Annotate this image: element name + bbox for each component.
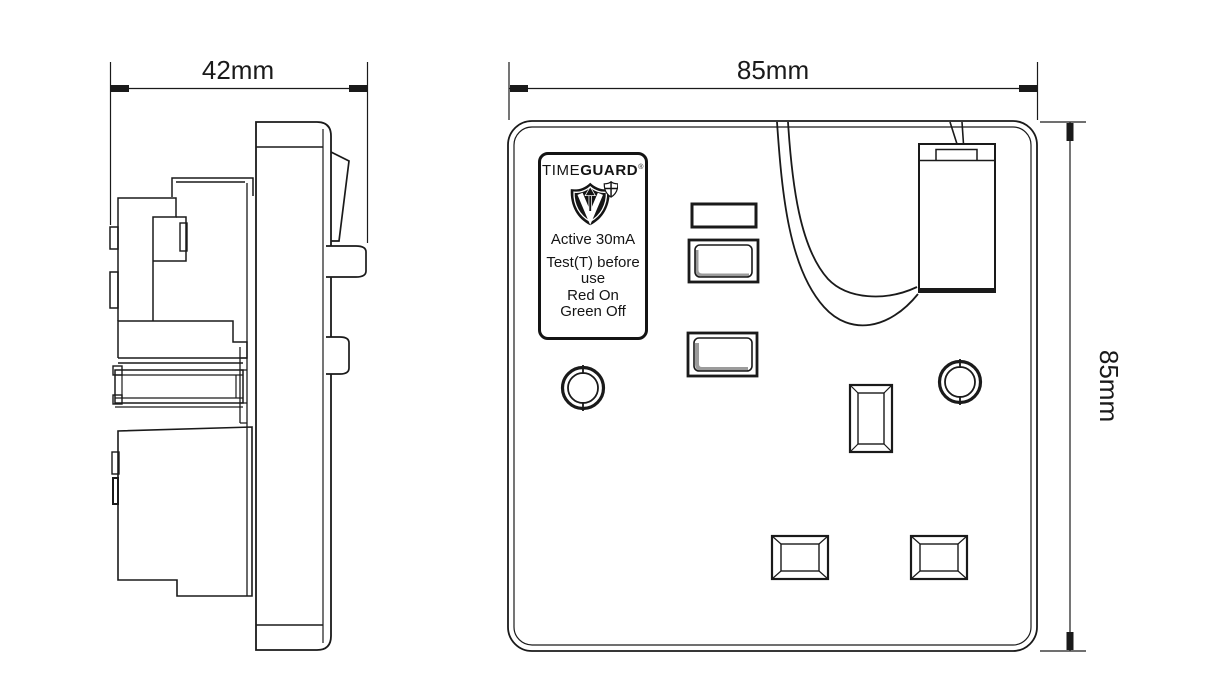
arrowhead-right xyxy=(349,85,367,92)
dimension-value: 42mm xyxy=(202,55,274,85)
extension-lines xyxy=(508,62,1039,120)
label-test-line: Test(T) before xyxy=(546,253,640,271)
switch-body xyxy=(918,143,996,293)
side-lower-lug xyxy=(111,451,120,475)
side-rocker-switch-face xyxy=(330,151,350,242)
dimension-front-width: 85mm xyxy=(508,55,1039,120)
aperture-bevels xyxy=(910,535,968,580)
side-faceplate-cap-lines xyxy=(256,146,323,626)
dimension-front-height: 85mm xyxy=(1040,121,1124,652)
label-green-off-line: Green Off xyxy=(560,303,626,320)
fixing-screw-right xyxy=(937,359,983,405)
decorative-curve-outer xyxy=(776,121,919,327)
side-yoke-band xyxy=(117,320,248,364)
side-lower-mark xyxy=(112,477,119,505)
aperture-outer xyxy=(770,534,830,581)
dimension-value: 85mm xyxy=(737,55,809,85)
decorative-curve-inner xyxy=(787,121,918,298)
side-rear-lug-lower xyxy=(109,271,119,309)
indicator-window xyxy=(690,202,758,229)
side-screw-tab-upper xyxy=(112,365,123,376)
side-faceplate xyxy=(255,121,332,651)
side-mounting-lug xyxy=(171,177,254,197)
timeguard-shield-icon xyxy=(570,181,618,226)
arrowhead-left xyxy=(111,85,129,92)
switch-neck-lines xyxy=(949,121,965,145)
arrowhead-left xyxy=(510,85,528,92)
test-button xyxy=(686,331,759,378)
live-pin-aperture xyxy=(770,534,830,581)
test-button-cap xyxy=(693,337,753,372)
aperture-inner xyxy=(780,543,820,572)
brand-suffix: GUARD xyxy=(580,162,639,179)
timeguard-rating-label: TIMEGUARD® Active 30mA Test(T) before us… xyxy=(538,152,648,340)
side-screw-band xyxy=(114,369,244,404)
earth-pin-aperture xyxy=(848,383,894,454)
side-upper-body xyxy=(117,197,177,321)
rocker-switch-front xyxy=(918,121,996,293)
label-rating-line: Active 30mA xyxy=(550,231,636,248)
neutral-pin-aperture xyxy=(909,534,969,581)
fixing-screw-left xyxy=(560,365,606,411)
front-faceplate-inner xyxy=(513,126,1032,646)
dimensions: 42mm 85mm 85mm xyxy=(109,55,1124,652)
reset-button xyxy=(687,238,760,284)
test-button-outer xyxy=(686,331,759,378)
dimension-side-depth: 42mm xyxy=(109,55,369,243)
side-channel xyxy=(239,183,248,596)
brand-prefix: TIME xyxy=(542,162,581,179)
aperture-bevels xyxy=(849,384,893,453)
reset-button-cap xyxy=(694,244,753,278)
side-test-button-block xyxy=(326,336,350,375)
reset-button-outer xyxy=(687,238,760,284)
aperture-outer xyxy=(848,383,894,454)
aperture-bevels xyxy=(771,535,829,580)
side-screw-band-lines xyxy=(115,374,243,408)
aperture-inner xyxy=(857,392,885,445)
arrowhead-right xyxy=(1019,85,1037,92)
side-screw-tab-lower xyxy=(112,394,123,405)
side-rocker-switch-block xyxy=(326,245,367,278)
extension-lines xyxy=(109,62,369,243)
side-terminal-detail xyxy=(179,222,188,252)
side-rear-lug-upper xyxy=(109,226,119,250)
side-view xyxy=(109,121,367,651)
registered-mark: ® xyxy=(638,164,644,171)
timeguard-logo-text: TIMEGUARD® xyxy=(542,163,644,178)
label-test-line-2: use xyxy=(580,270,606,287)
aperture-outer xyxy=(909,534,969,581)
dimension-value: 85mm xyxy=(1094,350,1124,422)
test-button-shade xyxy=(695,343,748,371)
side-lower-body xyxy=(117,426,253,597)
side-terminal-block xyxy=(153,216,187,262)
aperture-inner xyxy=(919,543,959,572)
reset-button-shade xyxy=(695,250,749,277)
extension-lines xyxy=(1040,121,1086,652)
arrowhead-bottom xyxy=(1066,632,1074,650)
switch-top-band xyxy=(919,148,995,162)
label-red-on-line: Red On xyxy=(567,286,619,304)
arrowhead-top xyxy=(1066,123,1074,141)
